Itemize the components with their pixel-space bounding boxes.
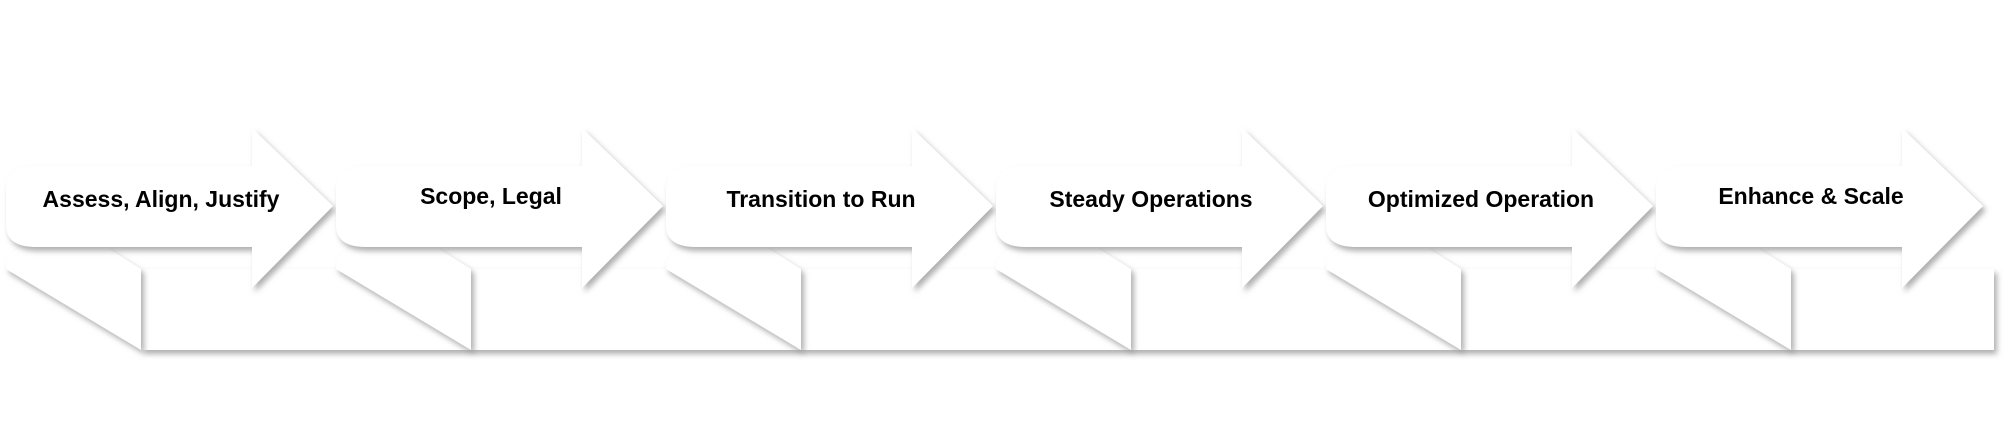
arrow-shape <box>996 128 1323 288</box>
arrow-shape <box>1326 128 1653 288</box>
fold-band <box>6 247 141 350</box>
arrow-shape <box>6 128 333 288</box>
step-label: Enhance & Scale <box>1718 183 1904 209</box>
process-step-shape <box>1326 128 1653 350</box>
step-label: Scope, Legal <box>420 183 562 209</box>
fold-band <box>336 247 471 350</box>
step-label: Optimized Operation <box>1367 186 1595 212</box>
process-step-shape <box>336 128 663 350</box>
fold-band <box>1656 247 1791 350</box>
step-label: Steady Operations <box>1049 186 1253 212</box>
fold-band <box>996 247 1131 350</box>
process-step-shape <box>6 128 333 350</box>
arrow-shape <box>666 128 993 288</box>
fold-band <box>666 247 801 350</box>
arrow-shape <box>336 128 663 288</box>
process-step-shape <box>1656 128 1983 350</box>
arrow-shape <box>1656 128 1983 288</box>
step-label: Transition to Run <box>726 186 916 212</box>
process-step-shape <box>666 128 993 350</box>
fold-band <box>1326 247 1461 350</box>
step-label: Assess, Align, Justify <box>42 186 280 212</box>
process-step-shape <box>996 128 1323 350</box>
